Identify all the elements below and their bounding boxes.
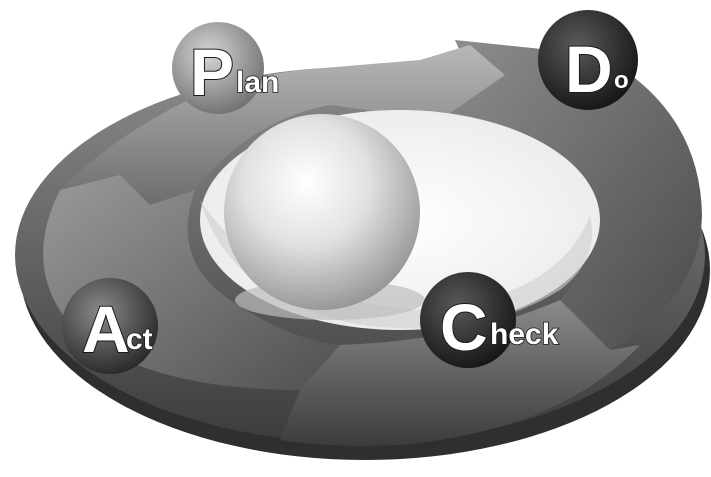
do-rest: o — [614, 67, 629, 94]
plan-initial: P — [190, 35, 234, 109]
do-initial: D — [565, 32, 613, 106]
check-rest: heck — [490, 318, 559, 351]
badge-do: D o — [538, 10, 638, 110]
act-rest: ct — [126, 323, 153, 356]
center-sphere — [224, 114, 420, 310]
badge-act: A ct — [62, 278, 158, 374]
act-initial: A — [82, 292, 130, 366]
check-initial: C — [440, 290, 488, 364]
plan-rest: lan — [236, 66, 279, 99]
